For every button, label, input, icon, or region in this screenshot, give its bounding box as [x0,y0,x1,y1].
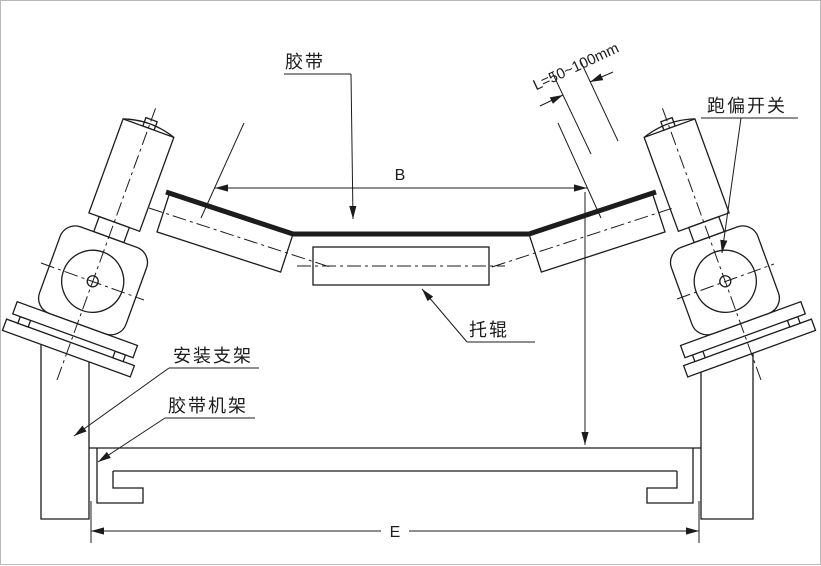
centerline-switch-left-axis [56,106,157,381]
centerline-side-idler-left [148,207,331,268]
callout-bracket: 安装支架 [73,346,259,437]
belt-label: 胶带 [285,52,325,72]
centerline-switch-right-cross [676,263,775,300]
dim-b-ext-right [557,122,602,219]
dim-b-label: B [395,167,406,184]
dim-l-ext-outer [579,59,619,142]
dim-e-label: E [390,524,401,541]
switch-roller-cap [643,118,695,138]
dim-b-ext-left [200,122,245,219]
idler-set [156,193,666,286]
frame-leader [97,417,166,463]
frame-left-hook [96,448,144,504]
dim-l-label: L=50~100mm [531,40,622,95]
dim-l-ext-inner [551,71,592,155]
centerline-switch-left-cross [40,262,145,301]
idler-label: 托辊 [469,320,509,340]
dim-l-arrow-lower [539,94,564,107]
callout-switch: 跑偏开关 [701,96,798,254]
centerlines [40,106,775,381]
frame-right-leg [700,352,754,520]
dimension-gap: L=50~100mm [531,40,622,155]
dimension-belt-width: B [200,122,602,445]
callout-belt: 胶带 [284,52,357,220]
bracket-label: 安装支架 [173,346,253,366]
switch-roller-cap [123,118,175,138]
dim-l-arrow-upper [589,71,614,83]
switch-leader [720,117,742,254]
centerline-side-idler-right [491,207,674,268]
belt-leader [349,73,357,220]
frame-label: 胶带机架 [168,396,248,416]
bracket-leader [73,367,170,437]
dimension-frame-width: E [90,501,700,543]
switch-roller [88,118,175,233]
idler-leader [421,288,468,343]
switch-label: 跑偏开关 [707,96,787,116]
conveyor-belt [165,189,657,237]
centerline-switch-right-axis [661,106,762,381]
callout-frame: 胶带机架 [97,396,255,463]
conveyor-frame [40,342,754,520]
frame-right-hook [646,448,694,504]
callout-idler: 托辊 [421,288,535,343]
